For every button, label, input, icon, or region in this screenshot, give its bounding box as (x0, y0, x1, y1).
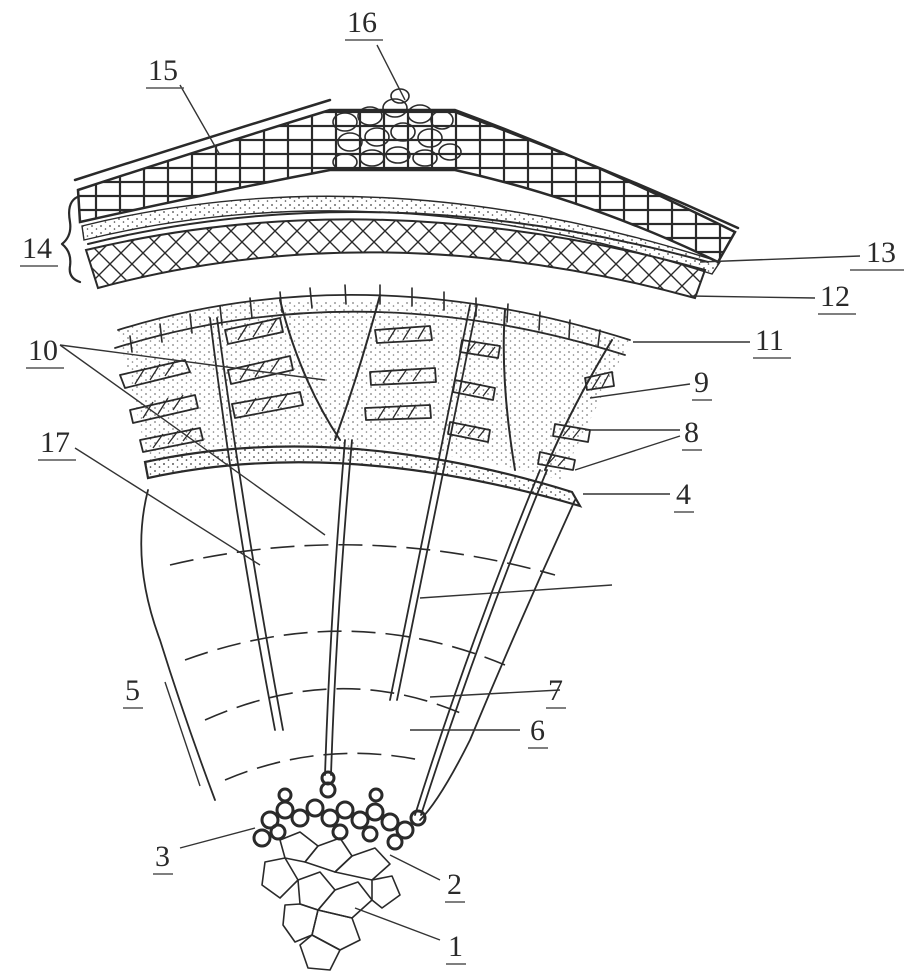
label-4: 4 (676, 478, 691, 511)
label-2: 2 (447, 868, 462, 901)
xylem-outline (141, 490, 575, 820)
label-8: 8 (684, 416, 699, 449)
label-3: 3 (155, 840, 170, 873)
label-7: 7 (548, 674, 563, 707)
label-16: 16 (347, 6, 377, 39)
label-12: 12 (820, 280, 850, 313)
layer-bracket (62, 196, 80, 282)
pith-cells (262, 832, 400, 970)
label-9: 9 (694, 366, 709, 399)
label-5: 5 (125, 674, 140, 707)
label-11: 11 (755, 324, 784, 357)
label-14: 14 (22, 232, 52, 265)
label-6: 6 (530, 714, 545, 747)
label-17: 17 (40, 426, 70, 459)
label-10: 10 (28, 334, 58, 367)
label-13: 13 (866, 236, 896, 269)
phelloderm-band (86, 212, 708, 298)
label-1: 1 (448, 930, 463, 963)
label-15: 15 (148, 54, 178, 87)
